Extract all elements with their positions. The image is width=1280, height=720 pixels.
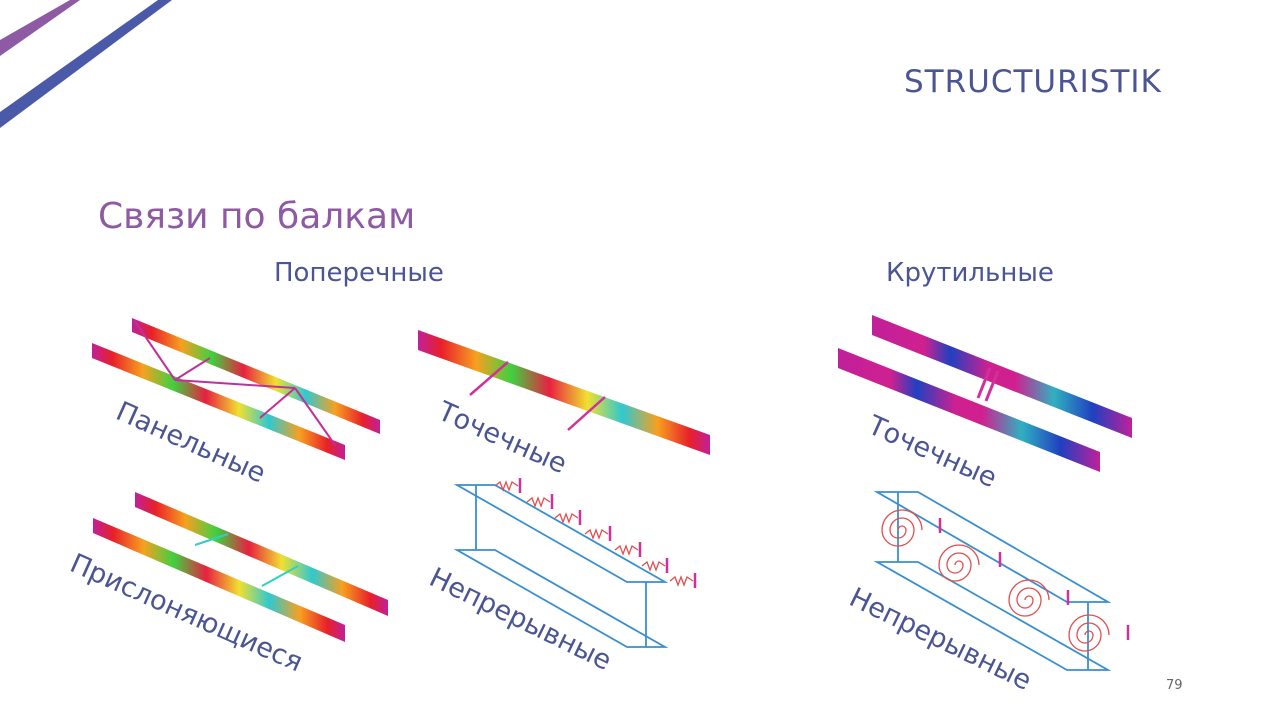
decor-stripe-purple [0, 0, 80, 56]
torsional-point-figure [838, 315, 1132, 472]
continuous-transverse-figure [453, 478, 697, 648]
decor-stripe-blue [0, 0, 172, 128]
page-number: 79 [1166, 678, 1183, 693]
heading-torsional: Крутильные [886, 258, 1054, 288]
torsional-continuous-figure [873, 491, 1130, 671]
brand-logo: STRUCTURISTIK [904, 64, 1162, 100]
panel-bracing-figure [92, 318, 380, 460]
slide-title: Связи по балкам [98, 196, 416, 237]
leaning-bracing-figure [93, 492, 388, 642]
heading-transverse: Поперечные [274, 258, 444, 288]
point-bracing-figure [418, 330, 710, 455]
